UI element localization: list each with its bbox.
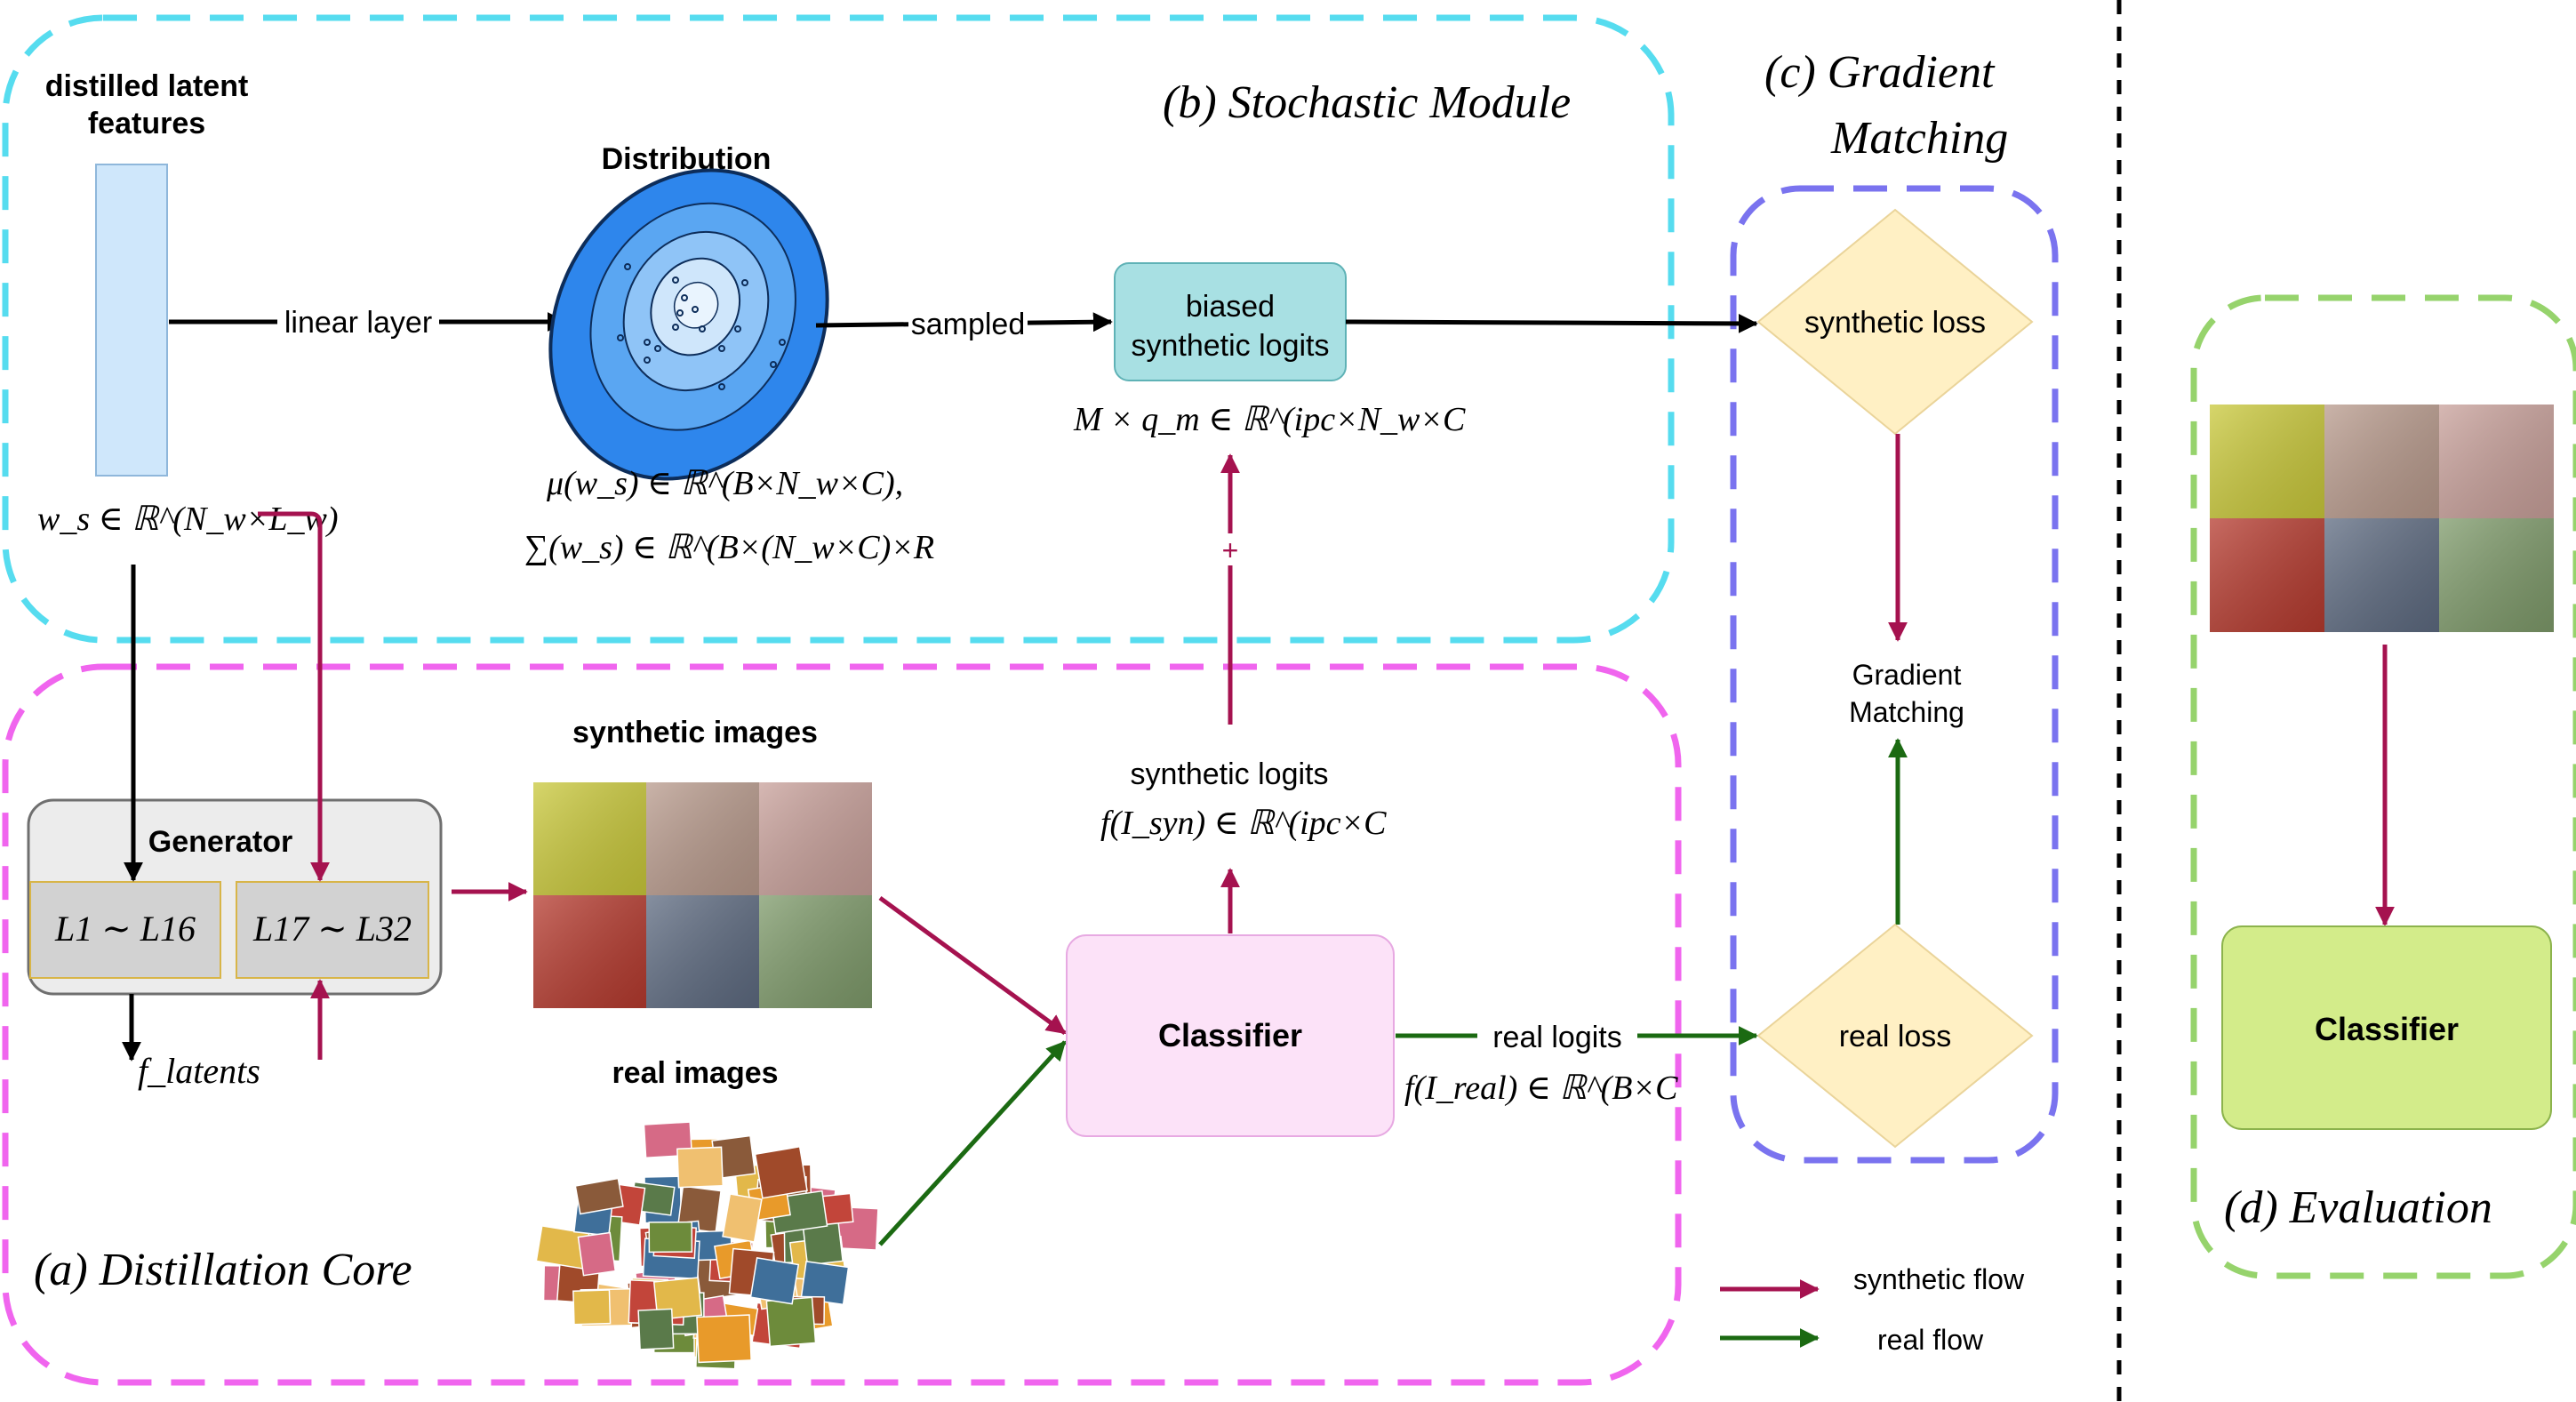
- ws-label: w_s ∈ ℝ^(N_w×L_w): [37, 501, 339, 538]
- mu-label: μ(w_s) ∈ ℝ^(B×N_w×C),: [546, 465, 903, 502]
- tile-shade: [2439, 405, 2554, 518]
- linear-layer-label: linear layer: [284, 306, 432, 340]
- evaluation-image-grid: [2210, 405, 2554, 632]
- gradient-matching-title-line1: (c) Gradient: [1764, 47, 1996, 98]
- biased-to-synthetic-loss-arrow: [1345, 313, 1758, 333]
- generator-title: Generator: [148, 825, 293, 859]
- gradient-matching-title-line2: Matching: [1830, 113, 2008, 164]
- evaluation-region: [2190, 294, 2576, 1279]
- real-logits-label: real logits: [1492, 1021, 1622, 1054]
- plus-bg: [1218, 533, 1243, 565]
- real-photo-tile: [696, 1314, 752, 1364]
- evaluation-classifier-label: Classifier: [2315, 1011, 2459, 1047]
- real-images-title: real images: [612, 1056, 778, 1090]
- biased-label-line1: biased: [1186, 290, 1275, 324]
- classifier-label: Classifier: [1158, 1017, 1302, 1054]
- biased-formula: M × q_m ∈ ℝ^(ipc×N_w×C: [1073, 401, 1466, 438]
- synthetic-loss-diamond: [1756, 208, 2034, 436]
- distribution-title: Distribution: [602, 142, 772, 176]
- ws-to-l17-arrow: [258, 511, 330, 882]
- synthetic-images-to-classifier-arrow: [878, 895, 1067, 1036]
- real-loss-diamond: [1756, 923, 2034, 1149]
- generator-layer-l1-l16: [29, 881, 221, 979]
- tile-shade: [2324, 518, 2439, 632]
- linear-layer-label-bg: [277, 302, 439, 341]
- sampled-label: sampled: [911, 308, 1026, 341]
- distribution-samples: [617, 263, 786, 390]
- stochastic-module-region: [2, 14, 1675, 644]
- latent-feature-bar: [95, 164, 168, 477]
- real-loss-label: real loss: [1839, 1020, 1952, 1054]
- real-photo-tile: [749, 1257, 800, 1305]
- biased-label-line2: synthetic logits: [1132, 329, 1330, 363]
- latent-title-line1: distilled latent: [45, 69, 249, 103]
- real-photo-tile: [637, 1308, 675, 1350]
- f-latents-label: f_latents: [138, 1051, 260, 1091]
- tile-shade: [2210, 405, 2324, 518]
- distillation-core-region: [2, 663, 1682, 1386]
- gradient-matching-label-line2: Matching: [1849, 696, 1964, 728]
- distillation-core-title: (a) Distillation Core: [34, 1245, 412, 1295]
- synthetic-image-grid: [533, 782, 872, 1008]
- real-logits-label-bg: [1477, 1015, 1637, 1054]
- real-images-to-classifier-arrow: [878, 1040, 1067, 1246]
- tile-shade: [2439, 518, 2554, 632]
- tile-shade: [533, 895, 646, 1008]
- tile-shade: [759, 782, 872, 895]
- real-photo-tile: [572, 1289, 612, 1326]
- real-photo-tile: [765, 1296, 817, 1348]
- layer-l1-l16-label: L1 ∼ L16: [54, 909, 196, 949]
- tile-shade: [2324, 405, 2439, 518]
- tile-shade: [2210, 518, 2324, 632]
- synthetic-logits-formula: f(I_syn) ∈ ℝ^(ipc×C: [1100, 805, 1387, 842]
- real-photo-tile: [648, 1221, 693, 1254]
- classifier-box: [1066, 934, 1395, 1137]
- tile-shade: [646, 895, 759, 1008]
- evaluation-title: (d) Evaluation: [2224, 1182, 2492, 1233]
- legend-real-label: real flow: [1877, 1324, 1984, 1356]
- tile-shade: [759, 895, 872, 1008]
- real-photo-tile: [577, 1231, 617, 1277]
- real-photo-tile: [676, 1146, 724, 1189]
- evaluation-classifier-box: [2221, 925, 2552, 1130]
- tile-shade: [533, 782, 646, 895]
- latent-title-line2: features: [88, 107, 205, 140]
- tile-shade: [646, 782, 759, 895]
- legend-synthetic-label: synthetic flow: [1853, 1263, 2025, 1295]
- generator-layer-l17-l32: [236, 881, 429, 979]
- real-logits-formula: f(I_real) ∈ ℝ^(B×C: [1404, 1070, 1678, 1107]
- synthetic-logits-label: synthetic logits: [1131, 757, 1329, 791]
- real-photo-tile: [754, 1145, 808, 1199]
- sigma-label: ∑(w_s) ∈ ℝ^(B×(N_w×C)×R: [524, 529, 934, 566]
- plus-sign: +: [1222, 534, 1239, 566]
- real-photo-tile: [722, 1193, 763, 1243]
- synthetic-loss-label: synthetic loss: [1804, 306, 1986, 340]
- layer-l17-l32-label: L17 ∼ L32: [252, 909, 412, 949]
- stochastic-module-title: (b) Stochastic Module: [1163, 77, 1571, 128]
- sampled-label-bg: [908, 304, 1028, 343]
- gradient-matching-label-line1: Gradient: [1852, 659, 1962, 691]
- real-image-collage: [535, 1121, 879, 1370]
- real-photo-tile: [574, 1177, 624, 1215]
- synthetic-images-title: synthetic images: [572, 716, 818, 749]
- gradient-matching-region: [1730, 185, 2059, 1164]
